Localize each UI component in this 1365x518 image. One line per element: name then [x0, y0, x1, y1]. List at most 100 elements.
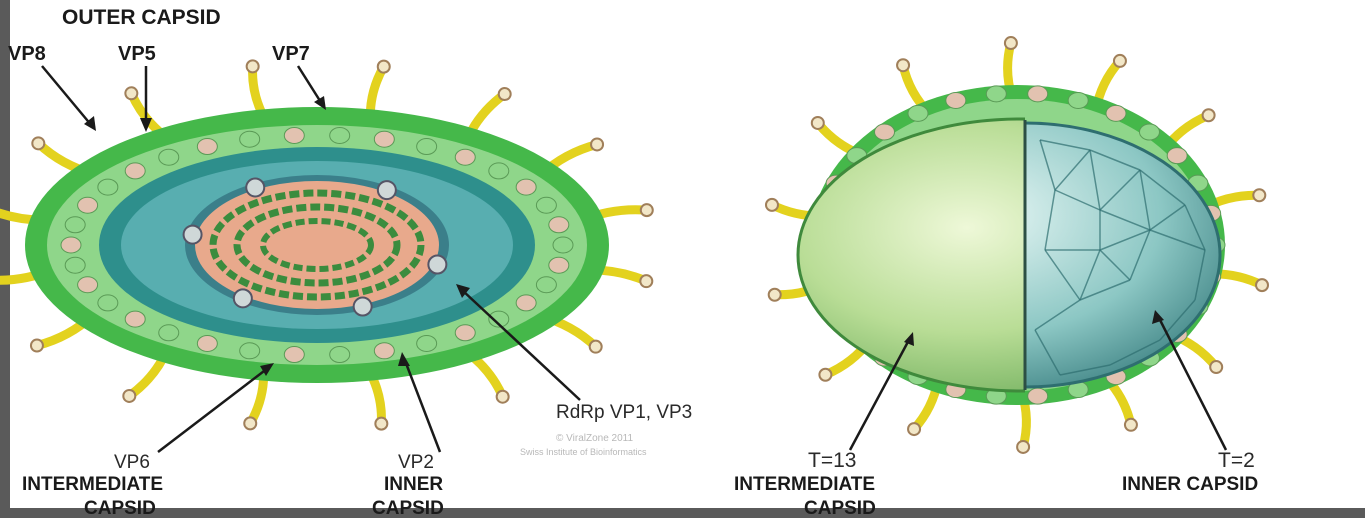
spike-head	[497, 391, 509, 403]
rdrp-dot	[354, 298, 372, 316]
capsid-bead	[98, 295, 118, 311]
spike-head	[819, 369, 831, 381]
label-vp6: VP6	[114, 452, 150, 473]
label-inner-capsid-2: CAPSID	[372, 498, 444, 518]
spike-head	[31, 340, 43, 352]
capsid-bead	[78, 197, 98, 213]
spike-head	[590, 341, 602, 353]
spike-head	[32, 137, 44, 149]
capsid-bead	[455, 325, 475, 341]
capsid-bead	[197, 139, 217, 155]
label-intermediate-capsid-1: INTERMEDIATE	[22, 474, 163, 495]
label-vp2: VP2	[398, 452, 434, 473]
capsid-bead	[986, 86, 1006, 102]
spike-head	[591, 138, 603, 150]
capsid-bead	[330, 127, 350, 143]
capsid-bead	[417, 139, 437, 155]
capsid-bead	[197, 335, 217, 351]
spike-head	[244, 417, 256, 429]
capsid-bead	[1106, 105, 1126, 121]
capsid-bead	[65, 217, 85, 233]
core	[195, 181, 439, 309]
watermark-line2: Swiss Institute of Bioinformatics	[520, 447, 647, 457]
spike-head	[1017, 441, 1029, 453]
capsid-bead	[549, 217, 569, 233]
arrow-vp6	[158, 368, 268, 452]
spike-head	[1203, 109, 1215, 121]
spike-head	[641, 204, 653, 216]
capsid-bead	[516, 295, 536, 311]
rdrp-dot	[246, 178, 264, 196]
watermark-line1: © ViralZone 2011	[556, 433, 633, 444]
capsid-bead	[455, 149, 475, 165]
capsid-bead	[549, 257, 569, 273]
spike-head	[125, 87, 137, 99]
spike-head	[908, 423, 920, 435]
capsid-bead	[536, 197, 556, 213]
capsid-bead	[908, 105, 928, 121]
label-t13-intermediate: INTERMEDIATE	[734, 474, 875, 495]
capsid-bead	[159, 149, 179, 165]
spike-head	[1256, 279, 1268, 291]
spike-head	[123, 390, 135, 402]
capsid-bead	[125, 163, 145, 179]
spike-head	[247, 60, 259, 72]
capsid-bead	[536, 277, 556, 293]
label-t13: T=13	[808, 449, 856, 472]
spike-head	[1125, 419, 1137, 431]
rdrp-dot	[428, 256, 446, 274]
capsid-bead	[1139, 124, 1159, 140]
spike-head	[640, 275, 652, 287]
capsid-bead	[240, 343, 260, 359]
spike-head	[1005, 37, 1017, 49]
capsid-bead	[875, 124, 895, 140]
left-virion	[0, 60, 653, 429]
right-virion	[766, 37, 1268, 453]
capsid-bead	[553, 237, 573, 253]
spike-head	[1114, 55, 1126, 67]
label-inner-capsid-1: INNER	[384, 474, 443, 495]
capsid-bead	[374, 343, 394, 359]
capsid-bead	[516, 179, 536, 195]
rdrp-dot	[184, 226, 202, 244]
capsid-bead	[125, 311, 145, 327]
spike-head	[499, 88, 511, 100]
spike-head	[812, 117, 824, 129]
label-t13-capsid: CAPSID	[804, 498, 876, 518]
capsid-bead	[284, 127, 304, 143]
capsid-bead	[65, 257, 85, 273]
arrow-vp7	[298, 66, 322, 104]
label-rdrp: RdRp VP1, VP3	[556, 402, 692, 423]
capsid-bead	[159, 325, 179, 341]
capsid-bead	[374, 131, 394, 147]
spike-head	[1253, 189, 1265, 201]
spike-head	[378, 61, 390, 73]
capsid-bead	[489, 163, 509, 179]
label-vp7: VP7	[272, 43, 310, 65]
capsid-bead	[1028, 86, 1048, 102]
capsid-bead	[330, 347, 350, 363]
label-vp5: VP5	[118, 43, 156, 65]
capsid-bead	[78, 277, 98, 293]
rdrp-dot	[234, 289, 252, 307]
capsid-bead	[1167, 148, 1187, 164]
spike-head	[766, 199, 778, 211]
arrow-vp8	[42, 66, 92, 126]
capsid-bead	[61, 237, 81, 253]
spike-head	[375, 418, 387, 430]
label-vp8: VP8	[8, 43, 46, 65]
rdrp-dot	[378, 181, 396, 199]
label-t2: T=2	[1218, 449, 1255, 472]
spike-head	[769, 289, 781, 301]
capsid-bead	[1068, 92, 1088, 108]
capsid-bead	[417, 335, 437, 351]
spike-head	[1210, 361, 1222, 373]
label-intermediate-capsid-2: CAPSID	[84, 498, 156, 518]
spike-head	[897, 59, 909, 71]
capsid-bead	[98, 179, 118, 195]
label-t2-inner-capsid: INNER CAPSID	[1122, 474, 1258, 495]
capsid-bead	[946, 92, 966, 108]
capsid-bead	[284, 347, 304, 363]
capsid-bead	[1028, 388, 1048, 404]
arrow-t2	[1158, 316, 1226, 450]
